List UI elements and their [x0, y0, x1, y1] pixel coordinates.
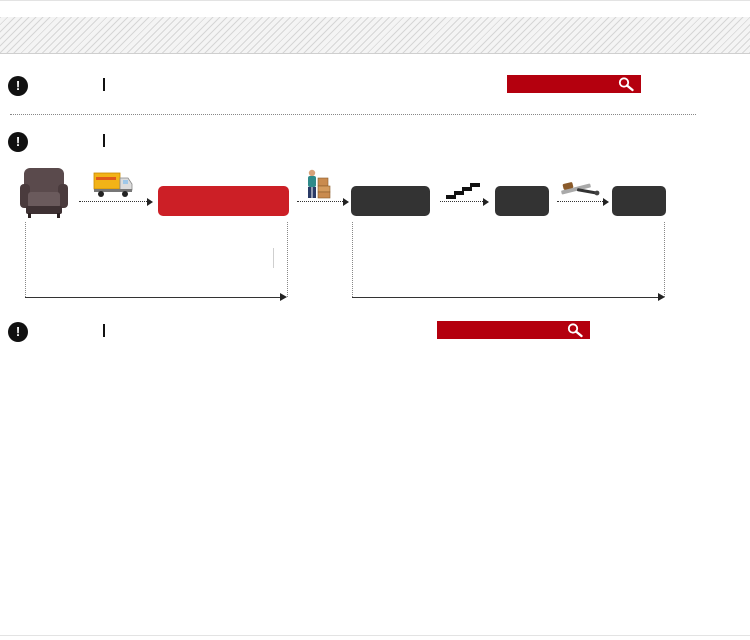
faint-divider — [273, 248, 274, 268]
flow-arrow — [79, 198, 153, 206]
notice-row-3: ! — [8, 321, 708, 342]
notice-divider — [103, 134, 105, 147]
section-divider — [10, 114, 696, 115]
span-arrow-2 — [352, 293, 665, 301]
mover-boxes-icon — [308, 169, 331, 199]
stairs-icon — [446, 183, 480, 199]
magnifier-icon — [618, 77, 634, 92]
process-step-1 — [158, 186, 289, 216]
notice-divider — [103, 78, 105, 91]
notice-row-1: ! — [8, 75, 708, 96]
process-step-4 — [612, 186, 666, 216]
process-step-3 — [495, 186, 549, 216]
sofa-icon — [20, 168, 68, 218]
notice-divider — [103, 324, 105, 337]
top-rule — [0, 0, 750, 1]
span-guide-right — [287, 222, 288, 297]
process-step-2 — [351, 186, 430, 216]
tools-icon — [561, 182, 600, 196]
exclamation-icon: ! — [8, 76, 28, 96]
magnifier-icon — [567, 323, 583, 338]
flow-arrow — [557, 198, 609, 206]
span-arrow-1 — [25, 293, 287, 301]
bottom-rule — [0, 635, 750, 636]
span-guide-right — [664, 222, 665, 297]
exclamation-icon: ! — [8, 322, 28, 342]
exclamation-icon: ! — [8, 132, 28, 152]
page-header-band — [0, 17, 750, 54]
flow-arrow — [297, 198, 349, 206]
span-guide-left — [25, 222, 26, 297]
search-button-1[interactable] — [507, 75, 641, 93]
span-guide-left — [352, 222, 353, 297]
search-button-2[interactable] — [437, 321, 590, 339]
delivery-truck-icon — [93, 172, 133, 197]
notice-row-2: ! — [8, 131, 708, 152]
flow-arrow — [440, 198, 489, 206]
